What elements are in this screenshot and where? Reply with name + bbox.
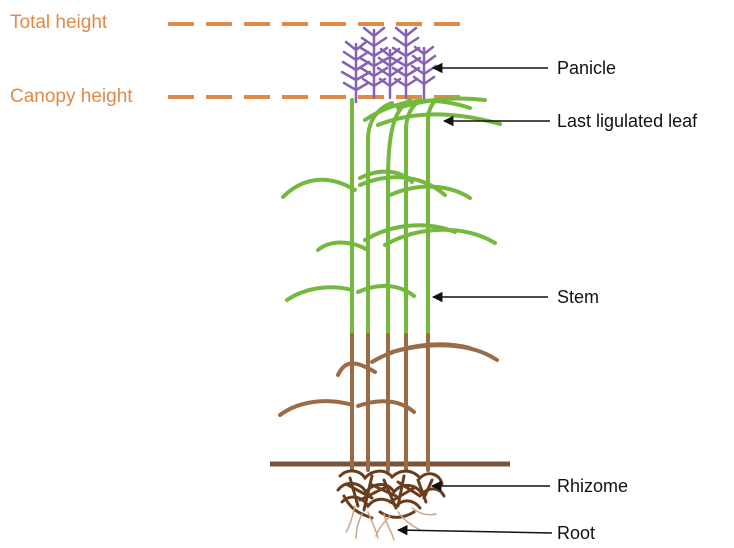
panicles — [342, 28, 436, 102]
stem-label: Stem — [557, 286, 599, 308]
panicle-5 — [412, 47, 436, 98]
total-height-label: Total height — [10, 12, 107, 34]
panicle-3 — [378, 49, 402, 98]
canopy-height-label: Canopy height — [10, 86, 133, 108]
root-label: Root — [557, 522, 595, 544]
green-stems — [352, 100, 436, 335]
panicle-label: Panicle — [557, 57, 616, 79]
root-arrow — [398, 530, 552, 533]
rhizome-label: Rhizome — [557, 475, 628, 497]
last-leaf-label: Last ligulated leaf — [557, 110, 697, 132]
